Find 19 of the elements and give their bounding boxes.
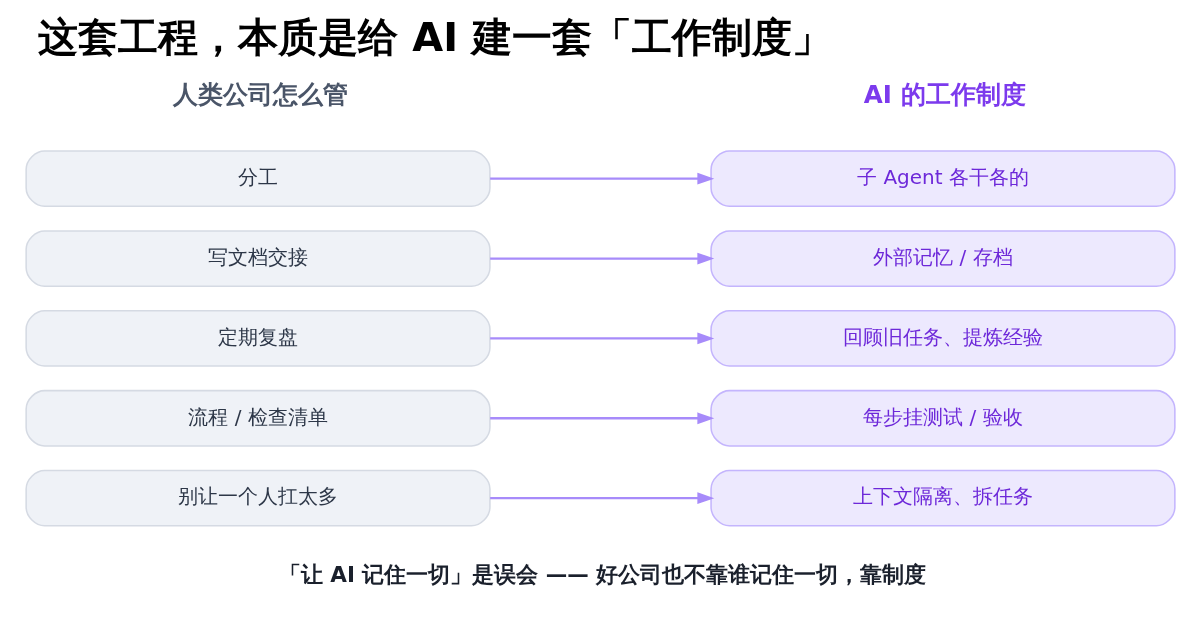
arrow: [489, 492, 714, 505]
node-box: 定期复盘: [24, 310, 491, 367]
label: 人类公司怎么管: [172, 80, 348, 110]
node-box: 子 Agent 各干各的: [709, 150, 1176, 208]
node-box: 外部记忆 / 存档: [709, 230, 1176, 287]
node-box: 写文档交接: [24, 230, 491, 287]
arrow: [489, 412, 714, 425]
arrow: [489, 332, 714, 345]
node-box: 分工: [24, 150, 491, 208]
label: AI 的工作制度: [863, 80, 1026, 110]
node-box: 上下文隔离、拆任务: [709, 469, 1176, 527]
arrow: [489, 252, 714, 265]
node-box: 每步挂测试 / 验收: [709, 389, 1176, 447]
node-box: 别让一个人扛太多: [24, 469, 491, 527]
node-box: 流程 / 检查清单: [24, 389, 491, 447]
arrow: [489, 172, 714, 185]
node-box: 回顾旧任务、提炼经验: [709, 310, 1176, 367]
caption: 「让 AI 记住一切」是误会 —— 好公司也不靠谁记住一切，靠制度: [278, 562, 926, 588]
diagram-title: 这套工程，本质是给 AI 建一套「工作制度」: [37, 13, 832, 60]
